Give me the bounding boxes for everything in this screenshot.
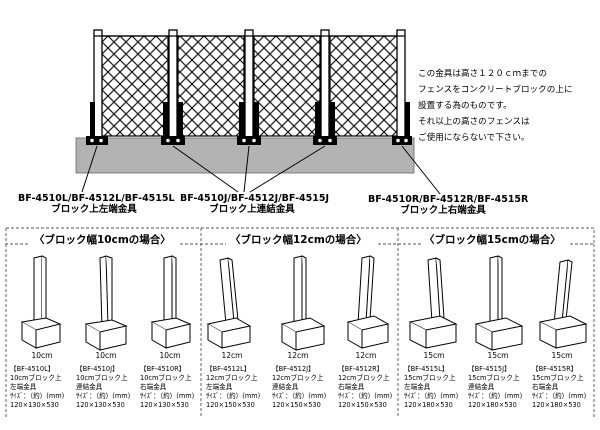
spec-name: 10cmブロック上 <box>10 373 62 382</box>
center-bracket-codes: BF-4510J/BF-4512J/BF-4515J <box>180 193 330 204</box>
spec-BF-4515R: 【BF-4515R】 15cmブロック上 右端金具 ｻｲｽﾞ：（約）(mm) 1… <box>532 365 586 409</box>
spec-size: 120×150×530 <box>338 400 387 409</box>
section-title-15cm: 〈ブロック幅15cmの場合〉 <box>424 234 561 246</box>
spec-size-label: ｻｲｽﾞ：（約）(mm) <box>76 391 131 400</box>
spec-name: 右端金具 <box>140 382 167 391</box>
spec-size-label: ｻｲｽﾞ：（約）(mm) <box>404 391 459 400</box>
spec-BF-4515L: 【BF-4515L】 15cmブロック上 左端金具 ｻｲｽﾞ：（約）(mm) 1… <box>404 365 458 409</box>
spec-size: 120×180×530 <box>404 400 453 409</box>
spec-size-label: ｻｲｽﾞ：（約）(mm) <box>272 391 327 400</box>
spec-name: 12cmブロック上 <box>338 373 390 382</box>
width-label: 15cm <box>487 351 509 360</box>
spec-code: 【BF-4512L】 <box>206 365 251 373</box>
spec-BF-4515J: 【BF-4515J】 15cmブロック上 連結金具 ｻｲｽﾞ：（約）(mm) 1… <box>468 365 522 409</box>
left-bracket-label: BF-4510L/BF-4512L/BF-4515L ブロック上左端金具 <box>18 193 175 215</box>
spec-name: 15cmブロック上 <box>404 373 456 382</box>
left-bracket-codes: BF-4510L/BF-4512L/BF-4515L <box>18 193 175 204</box>
spec-code: 【BF-4512R】 <box>338 365 384 373</box>
spec-name: 左端金具 <box>404 382 431 391</box>
note-line: ご使用にならないで下さい。 <box>418 133 530 143</box>
fence-posts <box>93 29 406 143</box>
spec-code: 【BF-4512J】 <box>272 365 315 373</box>
bracket-4510L <box>20 255 62 349</box>
spec-size: 120×150×530 <box>206 400 255 409</box>
usage-note: この金具は高さ１２０ｃｍまでの フェンスをコンクリートブロックの上に 設置する為… <box>418 66 596 146</box>
width-label: 12cm <box>287 351 309 360</box>
right-bracket-name: ブロック上右端金具 <box>400 205 486 216</box>
bracket-4515R <box>538 259 588 349</box>
note-line: それ以上の高さのフェンスは <box>418 117 530 127</box>
spec-BF-4512L: 【BF-4512L】 12cmブロック上 左端金具 ｻｲｽﾞ：（約）(mm) 1… <box>206 365 260 409</box>
bracket-4515J <box>474 255 524 351</box>
spec-name: 10cmブロック上 <box>76 373 128 382</box>
note-line: フェンスをコンクリートブロックの上に <box>418 85 573 95</box>
spec-size-label: ｻｲｽﾞ：（約）(mm) <box>10 391 65 400</box>
right-bracket-label: BF-4510R/BF-4512R/BF-4515R ブロック上右端金具 <box>368 194 529 216</box>
spec-BF-4510L: 【BF-4510L】 10cmブロック上 左端金具 ｻｲｽﾞ：（約）(mm) 1… <box>10 365 64 409</box>
width-label: 12cm <box>221 351 243 360</box>
leader-lines <box>81 145 441 195</box>
spec-size: 120×150×530 <box>272 400 321 409</box>
bracket-illustrations <box>20 255 588 351</box>
spec-name: 連結金具 <box>76 382 103 391</box>
spec-code: 【BF-4515R】 <box>532 365 578 373</box>
right-bracket-codes: BF-4510R/BF-4512R/BF-4515R <box>368 194 529 205</box>
spec-size: 120×180×530 <box>468 400 517 409</box>
spec-size: 120×130×530 <box>76 400 125 409</box>
bracket-4510J <box>84 255 128 351</box>
spec-code: 【BF-4515L】 <box>404 365 449 373</box>
width-label: 10cm <box>95 351 117 360</box>
width-label: 15cm <box>551 351 573 360</box>
bracket-4512L <box>206 257 252 349</box>
spec-name: 12cmブロック上 <box>272 373 324 382</box>
spec-code: 【BF-4515J】 <box>468 365 511 373</box>
spec-size: 120×180×530 <box>532 400 581 409</box>
spec-name: 右端金具 <box>338 382 365 391</box>
center-bracket-name: ブロック上連結金具 <box>209 204 295 215</box>
spec-name: 左端金具 <box>10 382 37 391</box>
spec-size-label: ｻｲｽﾞ：（約）(mm) <box>338 391 393 400</box>
spec-code: 【BF-4510R】 <box>140 365 186 373</box>
width-label: 10cm <box>159 351 181 360</box>
spec-BF-4510J: 【BF-4510J】 10cmブロック上 連結金具 ｻｲｽﾞ：（約）(mm) 1… <box>76 365 130 409</box>
center-bracket-label: BF-4510J/BF-4512J/BF-4515J ブロック上連結金具 <box>180 193 330 215</box>
section-title-10cm: 〈ブロック幅10cmの場合〉 <box>34 234 171 246</box>
spec-name: 15cmブロック上 <box>468 373 520 382</box>
note-line: この金具は高さ１２０ｃｍまでの <box>418 69 547 79</box>
spec-name: 左端金具 <box>206 382 233 391</box>
bracket-4510R <box>150 255 192 349</box>
spec-BF-4512J: 【BF-4512J】 12cmブロック上 連結金具 ｻｲｽﾞ：（約）(mm) 1… <box>272 365 326 409</box>
width-label: 15cm <box>423 351 445 360</box>
width-label: 12cm <box>355 351 377 360</box>
spec-size-label: ｻｲｽﾞ：（約）(mm) <box>532 391 587 400</box>
spec-name: 連結金具 <box>468 382 495 391</box>
note-line: 設置する為のものです。 <box>418 101 512 111</box>
spec-name: 連結金具 <box>272 382 299 391</box>
spec-name: 12cmブロック上 <box>206 373 258 382</box>
spec-size: 120×130×530 <box>10 400 59 409</box>
section-dividers <box>5 227 595 418</box>
spec-name: 15cmブロック上 <box>532 373 584 382</box>
bracket-4515L <box>408 257 458 349</box>
spec-name: 右端金具 <box>532 382 559 391</box>
section-title-12cm: 〈ブロック幅12cmの場合〉 <box>230 234 367 246</box>
spec-code: 【BF-4510J】 <box>76 365 119 373</box>
block-brackets <box>86 102 412 145</box>
left-bracket-name: ブロック上左端金具 <box>51 204 137 215</box>
width-label: 10cm <box>31 351 53 360</box>
spec-code: 【BF-4510L】 <box>10 365 55 373</box>
spec-size: 120×130×530 <box>140 400 189 409</box>
spec-size-label: ｻｲｽﾞ：（約）(mm) <box>206 391 261 400</box>
spec-name: 10cmブロック上 <box>140 373 192 382</box>
spec-size-label: ｻｲｽﾞ：（約）(mm) <box>468 391 523 400</box>
bracket-4512R <box>346 255 390 349</box>
spec-size-label: ｻｲｽﾞ：（約）(mm) <box>140 391 195 400</box>
bracket-4512J <box>280 255 326 351</box>
spec-BF-4512R: 【BF-4512R】 12cmブロック上 右端金具 ｻｲｽﾞ：（約）(mm) 1… <box>338 365 392 409</box>
spec-BF-4510R: 【BF-4510R】 10cmブロック上 右端金具 ｻｲｽﾞ：（約）(mm) 1… <box>140 365 194 409</box>
